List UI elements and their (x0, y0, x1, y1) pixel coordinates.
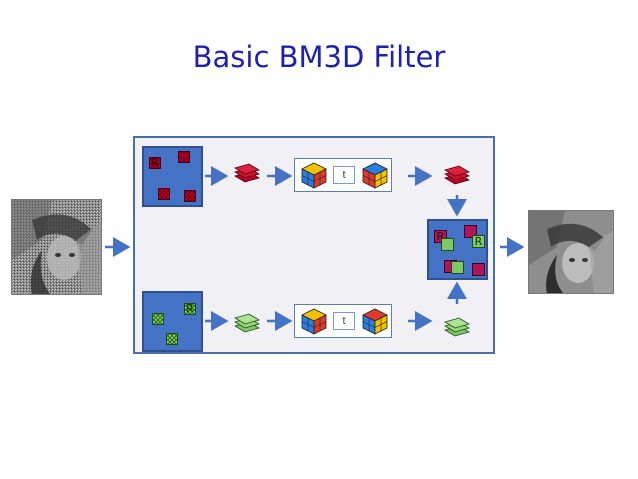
filtered-group-red (444, 165, 470, 185)
similar-block (158, 188, 170, 200)
page-title: Basic BM3D Filter (192, 40, 446, 74)
stacked-group-red (234, 163, 260, 183)
hard-threshold-search-region: R (142, 146, 203, 207)
rubiks-cube-icon (301, 162, 327, 189)
rubiks-cube-solved-icon (362, 162, 388, 189)
transform-box-bottom: t (294, 304, 392, 338)
rubiks-cube-icon (301, 308, 327, 335)
aggregated-block (441, 238, 454, 251)
stacked-group-green (234, 313, 260, 333)
input-image (11, 199, 102, 295)
reference-block: R (184, 303, 196, 315)
similar-block (166, 333, 178, 345)
similar-block (184, 190, 196, 202)
transform-label: t (333, 166, 355, 184)
reference-block: R (149, 157, 161, 169)
similar-block (152, 313, 164, 325)
aggregation-box: R R (427, 219, 488, 280)
aggregated-block (451, 261, 464, 274)
rubiks-cube-solved-icon (362, 308, 388, 335)
aggregated-block (464, 225, 477, 238)
transform-box-top: t (294, 158, 392, 192)
filtered-group-green (444, 317, 470, 337)
similar-block (178, 151, 190, 163)
transform-label: t (333, 312, 355, 330)
aggregated-block (472, 263, 485, 276)
output-image (528, 210, 614, 294)
wiener-search-region: R (142, 291, 203, 352)
aggregated-block: R (472, 235, 485, 248)
